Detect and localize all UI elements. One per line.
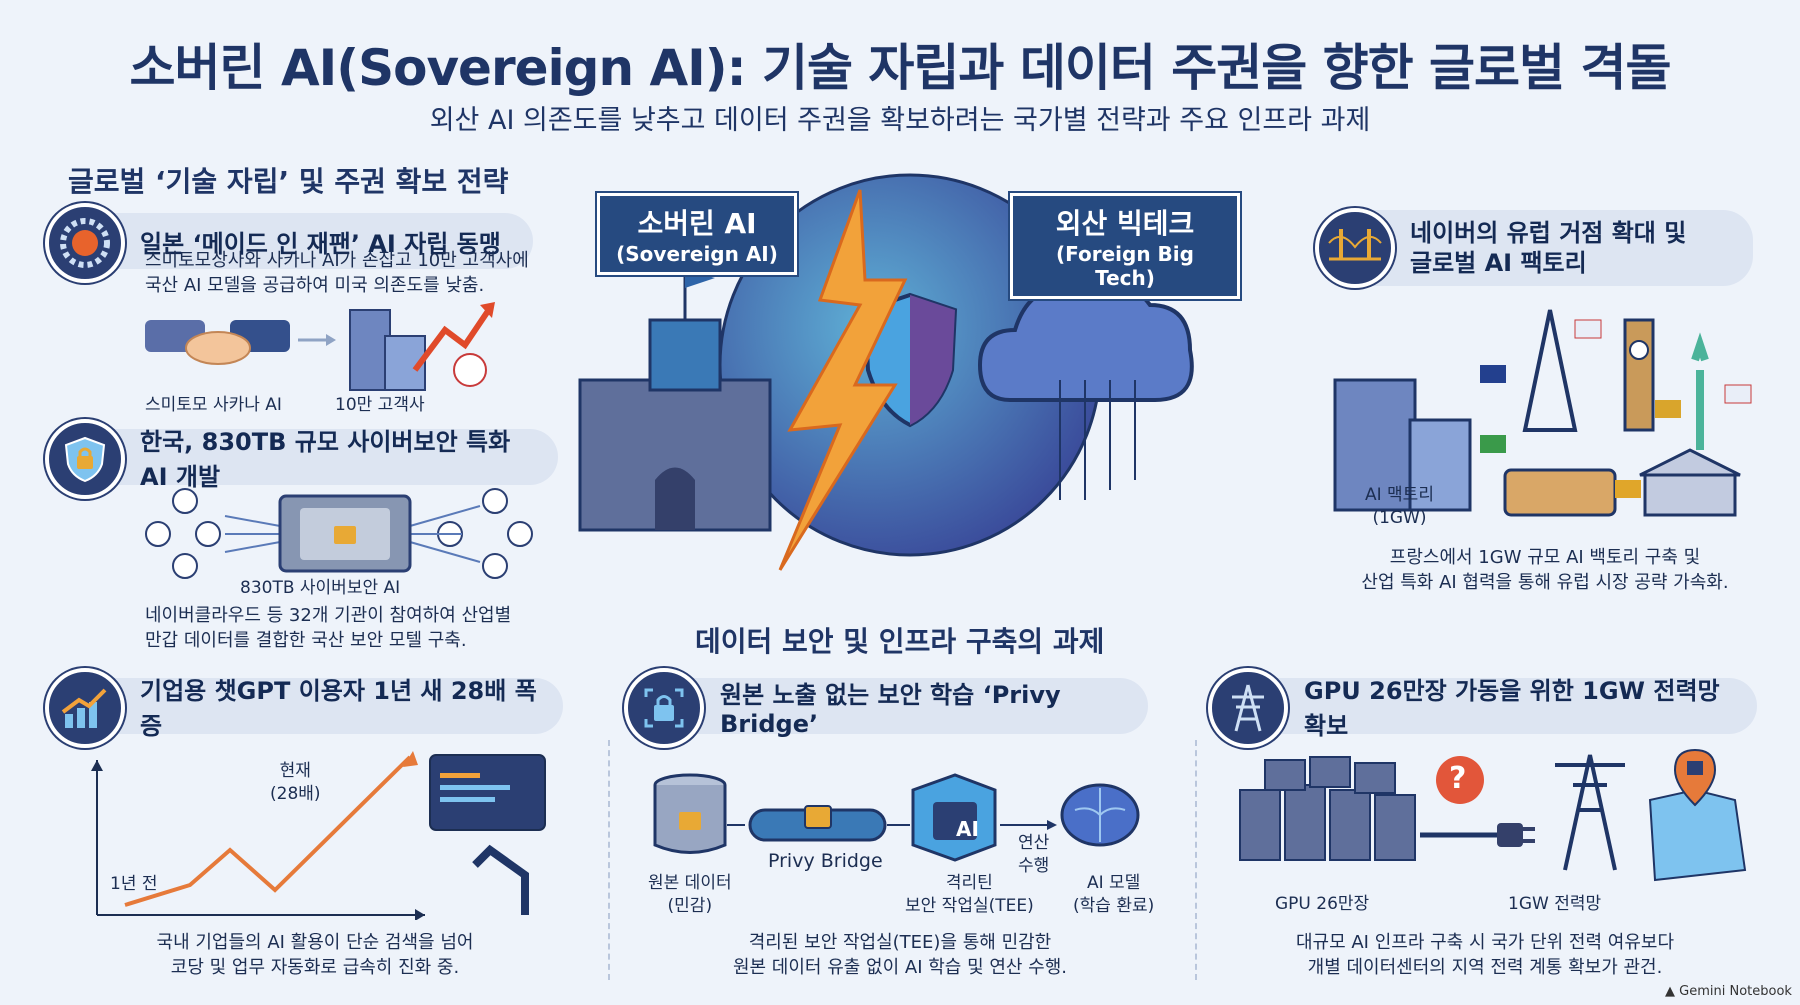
growth-line [124,755,412,907]
cap-grid: 1GW 전력망 [1508,894,1602,914]
banner-foreign-big-tech: 외산 빅테크 (Foreign Big Tech) [1010,193,1240,299]
bottom-section-title: 데이터 보안 및 인프라 구축의 과제 [695,625,1105,658]
plug-icon [1497,823,1523,847]
handshake-icon [145,320,290,365]
building-icon [349,309,426,391]
korea-heading: 한국, 830TB 규모 사이버보안 특화 AI 개발 [140,428,511,491]
privy-heading: 원본 노출 없는 보안 학습 ‘Privy Bridge’ [720,680,1061,738]
cloud-network-icon [977,277,1194,500]
left-section-title: 글로벌 ‘기술 자립’ 및 주권 확보 전략 [68,165,509,198]
bridge-icon [1315,208,1395,288]
naver-desc: 프랑스에서 1GW 규모 AI 백토리 구축 및 산업 특화 AI 협력을 통해… [1361,547,1729,593]
chatgpt-heading-pill: 기업용 챗GPT 이용자 1년 새 28배 폭증 [48,677,563,740]
database-icon [653,773,727,854]
japan-cap-right: 10만 고객사 [335,395,425,415]
growth-line-chart [91,751,546,920]
power-tower-icon [1208,668,1288,748]
korea-desc: 네이버클라우드 등 32개 기관이 참여하여 산업별 만갑 데이터를 결합한 국… [145,605,512,651]
eiffel-tower-icon [1522,309,1578,432]
gpu-desc: 대규모 AI 인프라 구축 시 국가 단위 전력 여유보다 개별 데이터센터의 … [1295,932,1675,978]
japan-cap-left: 스미토모 사카나 AI [145,395,282,415]
flag-icons [1480,319,1752,498]
gemini-logo-icon: ▲ [1665,984,1675,999]
tee-cube-icon [911,773,997,862]
korea-cap-center: 830TB 사이버보안 AI [240,578,401,598]
privy-bridge-flow [653,773,1140,862]
privy-desc: 격리된 보안 작업실(TEE)을 통해 민감한 원본 데이터 유출 없이 AI … [732,932,1068,978]
banner-sovereign-ai: 소버린 AI (Sovereign AI) [597,193,797,275]
gpu-heading-pill: GPU 26만장 가동을 위한 1GW 전력망 확보 [1212,677,1757,740]
page-subtitle: 외산 AI 의존도를 낮추고 데이터 주권을 확보하려는 국가별 전략과 주요 … [429,105,1371,136]
gear-sun-icon [45,203,125,283]
gpu-servers-icon [1239,756,1416,861]
bridge-pipe-icon [748,805,887,842]
privy-heading-pill: 원본 노출 없는 보안 학습 ‘Privy Bridge’ [628,678,1148,738]
data-merge-illustration [145,488,533,579]
map-pin-icon [1648,748,1747,882]
coding-robot-icon [429,754,546,915]
brain-icon [1060,783,1140,847]
cap-calc: 연산 수행 [1018,833,1050,876]
big-ben-icon [1623,318,1655,432]
ai-factory-building-icon [1333,378,1472,512]
factory-cap: AI 맥토리 (1GW) [1365,485,1434,528]
chatgpt-heading: 기업용 챗GPT 이용자 1년 새 28배 폭증 [140,677,537,740]
naver-heading-l1: 네이버의 유럽 거점 확대 및 [1410,219,1687,247]
label-before: 1년 전 [110,874,158,894]
gpu-grid-illustration [1239,748,1747,882]
handshake-growth-illustration [145,302,495,391]
cap-gpu: GPU 26만장 [1275,894,1370,914]
us-flag-icon [453,353,487,387]
lightning-bolt-icon [778,189,908,571]
europe-landmarks-illustration [1333,309,1752,517]
parthenon-icon [1639,448,1741,517]
japan-heading-pill: 일본 ‘메이드 인 재팬’ AI 자립 동맹 [48,213,533,269]
castle-icon [578,270,772,532]
tee-chip-label: AI [956,817,979,841]
question-bubble [1436,756,1484,804]
watermark: ▲ Gemini Notebook [1665,984,1792,999]
chatgpt-desc: 국내 기업들의 AI 활용이 단순 검색을 넘어 코당 및 업무 자동화로 급속… [156,932,474,978]
naver-heading-l2: 글로벌 AI 팩토리 [1410,249,1587,277]
page-title: 소버린 AI(Sovereign AI): 기술 자립과 데이터 주권을 향한 … [129,39,1672,97]
transmission-tower-icon [1555,754,1625,871]
divider-2 [1195,740,1197,980]
label-now: 현재 (28배) [270,761,321,804]
korea-heading-pill: 한국, 830TB 규모 사이버보안 특화 AI 개발 [48,428,558,491]
gpu-heading: GPU 26만장 가동을 위한 1GW 전력망 확보 [1304,677,1720,740]
cap-db: 원본 데이터 (민감) [648,873,732,916]
japan-heading: 일본 ‘메이드 인 재팬’ AI 자립 동맹 [140,229,501,258]
cap-ai-model: AI 모델 (학습 환료) [1073,873,1155,916]
japan-desc: 스미토모상사와 사카나 AI가 손잡고 10만 고객사에 국산 AI 모델을 공… [145,250,529,296]
shield-lock-icon [45,419,125,499]
growth-chart-icon [45,668,125,748]
colosseum-icon [1503,468,1617,517]
cap-tee: 격리틴 보안 작업실(TEE) [905,873,1034,916]
divider-1 [608,740,610,980]
sovereign-vs-bigtech-illustration [578,173,1194,571]
question-mark: ? [1449,761,1467,796]
lock-icon [624,668,704,748]
cap-bridge: Privy Bridge [768,850,883,872]
statue-of-liberty-icon [1691,332,1709,450]
